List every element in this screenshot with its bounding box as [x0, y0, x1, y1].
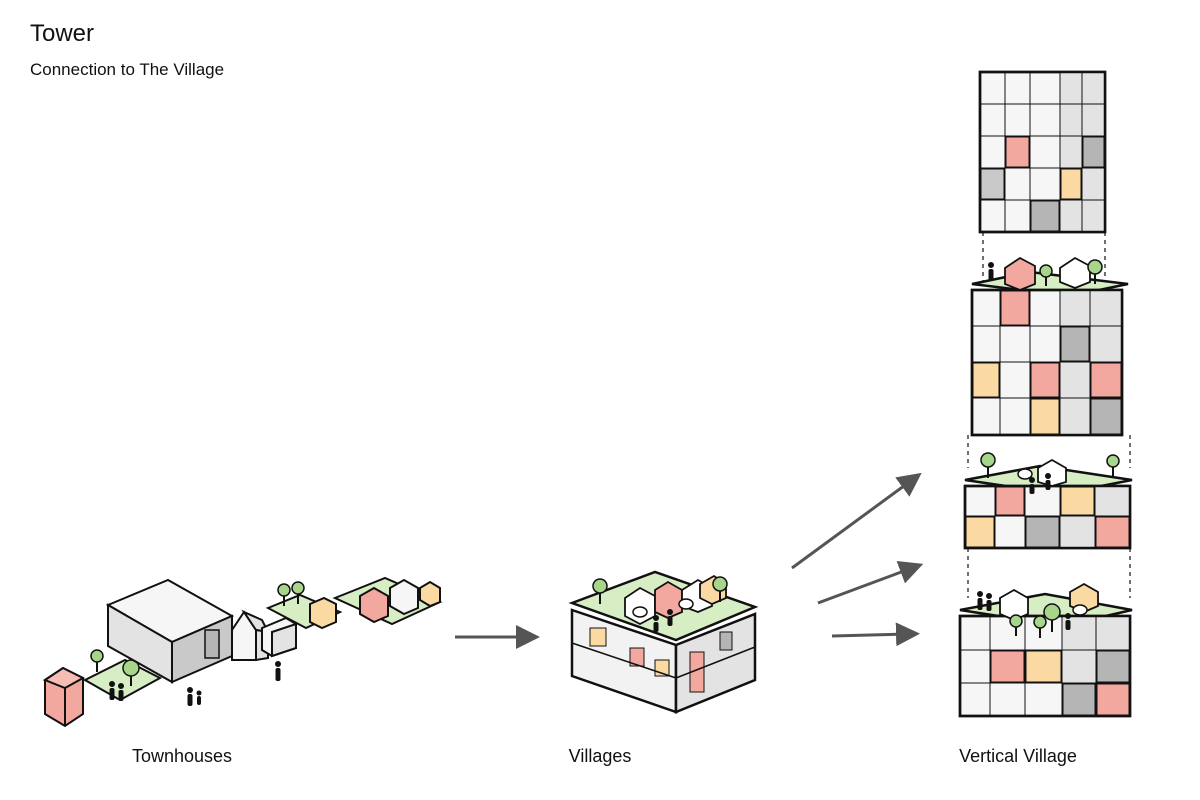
speech-bubble-icon — [1072, 604, 1088, 616]
tower-module-middle — [963, 452, 1133, 550]
townhouse-green-plot — [82, 658, 163, 702]
diagram-subtitle: Connection to The Village — [30, 60, 225, 79]
tree-icon — [592, 578, 608, 604]
house-icon — [389, 578, 419, 616]
yellow-house — [419, 580, 441, 608]
tree-icon — [291, 581, 305, 604]
arrow-icon — [831, 622, 920, 647]
large-grey-townhouse-block — [105, 578, 235, 684]
person-icon — [187, 687, 202, 706]
townhouses-group — [42, 576, 443, 728]
person-icon — [275, 661, 281, 681]
pink-townhouse-cube — [42, 666, 86, 728]
tree-icon — [277, 583, 291, 606]
diagram-title: Tower — [30, 20, 95, 47]
person-icon — [109, 681, 124, 701]
caption-vertical-village: Vertical Village — [959, 746, 1077, 766]
caption-villages: Villages — [568, 746, 632, 766]
pink-house — [359, 586, 389, 624]
tree-icon — [122, 659, 140, 686]
tree-icon — [1043, 603, 1061, 632]
speech-bubble-icon — [632, 598, 694, 618]
person-icon — [1029, 473, 1051, 494]
tree-icon — [1039, 264, 1053, 286]
tower-module-upper — [970, 256, 1129, 437]
tower-guide-lines — [967, 232, 1131, 598]
tree-icon — [1087, 259, 1103, 284]
speech-bubble-icon — [1017, 468, 1033, 480]
person-icon — [653, 609, 673, 632]
tree-icon — [712, 576, 728, 602]
arrow-icon — [817, 560, 924, 605]
tree-icon — [1033, 615, 1047, 638]
tree-icon — [980, 452, 996, 478]
villages-block — [568, 570, 759, 714]
person-icon — [977, 591, 1071, 630]
caption-townhouses: Townhouses — [131, 746, 233, 766]
tree-icon — [90, 649, 104, 672]
tower-module-top — [978, 70, 1107, 234]
house-icon — [261, 616, 297, 658]
yellow-house — [309, 596, 337, 630]
person-icon — [988, 262, 994, 281]
vertical-village-tower — [958, 70, 1133, 718]
tower-module-bottom — [958, 582, 1133, 718]
tree-icon — [1106, 454, 1120, 478]
arrow-icon — [791, 472, 922, 570]
tree-icon — [1009, 614, 1023, 636]
